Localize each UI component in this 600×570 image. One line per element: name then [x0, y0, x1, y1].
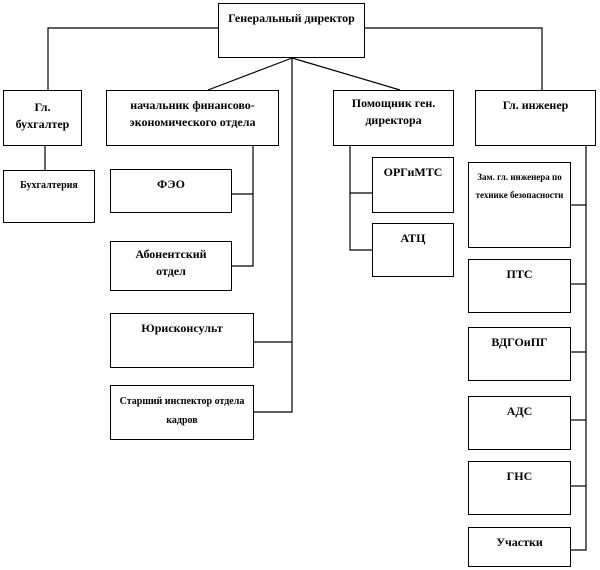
node-label: Гл. бухгалтер: [15, 100, 70, 132]
edge-gendir-chiefengineer: [365, 27, 543, 90]
node-label: Бухгалтерия: [20, 180, 78, 191]
node-legal: Юрисконсульт: [110, 313, 254, 368]
node-deputy-safety: Зам. гл. инженера по технике безопасност…: [468, 162, 571, 248]
node-label: Старший инспектор отдела кадров: [119, 396, 245, 426]
node-sites: Участки: [468, 527, 571, 567]
edge-chiefengineer-children: [571, 146, 587, 551]
node-label: ПТС: [506, 267, 533, 281]
node-accounting: Бухгалтерия: [3, 170, 95, 223]
node-fin-head: начальник финансово-экономического отдел…: [106, 90, 279, 146]
node-pts: ПТС: [468, 259, 571, 313]
node-label: начальник финансово-экономического отдел…: [129, 98, 256, 130]
node-label: АДС: [506, 404, 533, 418]
node-label: Зам. гл. инженера по технике безопасност…: [475, 172, 564, 200]
node-hr-inspector: Старший инспектор отдела кадров: [110, 385, 254, 440]
edge-gendir-assistant: [291, 57, 401, 91]
node-label: Гл. инженер: [502, 98, 569, 112]
node-label: ФЭО: [157, 177, 185, 191]
node-general-director: Генеральный директор: [218, 3, 365, 58]
node-assistant: Помощник ген. директора: [333, 90, 454, 146]
node-label: Участки: [496, 535, 543, 549]
node-ads: АДС: [468, 396, 571, 450]
edge-gendir-finhead: [207, 57, 293, 91]
node-vdgo: ВДГОиПГ: [468, 327, 571, 381]
node-chief-engineer: Гл. инженер: [475, 90, 596, 146]
node-label: АТЦ: [400, 231, 426, 245]
node-label: ГНС: [506, 469, 533, 483]
edge-gendir-legal-hr: [254, 58, 293, 413]
node-label: ОРГиМТС: [383, 165, 443, 179]
node-feo: ФЭО: [110, 169, 232, 213]
node-label: ВДГОиПГ: [491, 335, 548, 349]
node-subscriber-dept: Абонентский отдел: [110, 241, 232, 291]
node-orgimts: ОРГиМТС: [372, 157, 454, 213]
node-label: Генеральный директор: [228, 11, 355, 25]
node-label: Абонентский отдел: [135, 247, 207, 279]
node-label: Юрисконсульт: [141, 321, 223, 335]
node-label: Помощник ген. директора: [351, 96, 436, 128]
node-gns: ГНС: [468, 461, 571, 515]
node-chief-accountant: Гл. бухгалтер: [3, 90, 82, 146]
edge-gendir-chiefaccountant: [47, 27, 218, 90]
node-atc: АТЦ: [372, 223, 454, 277]
edge-assistant-children: [349, 146, 372, 251]
edge-finhead-children: [232, 146, 254, 267]
